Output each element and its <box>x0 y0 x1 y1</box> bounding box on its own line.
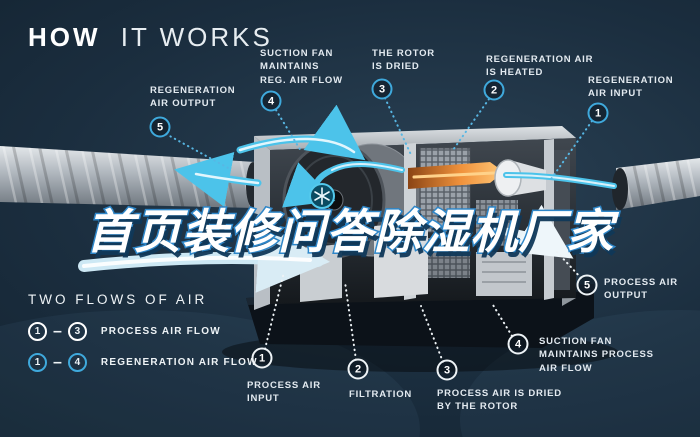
page-title-light: IT WORKS <box>120 22 273 52</box>
label-process-dried: PROCESS AIR IS DRIED BY THE ROTOR <box>437 388 562 413</box>
watermark-text: 首页装修问答除湿机厂家 <box>85 204 615 260</box>
legend-row-regeneration: 1 – 4 REGENERATION AIR FLOW <box>28 353 258 372</box>
honeycomb-grid-right <box>476 200 518 246</box>
label-regeneration-output: REGENERATION AIR OUTPUT <box>150 85 236 110</box>
legend-heading: TWO FLOWS OF AIR <box>28 292 208 307</box>
legend-label-regeneration: REGENERATION AIR FLOW <box>100 357 258 368</box>
label-regeneration-heated: REGENERATION AIR IS HEATED <box>486 54 594 79</box>
process-inlet-arrow-core <box>82 255 312 268</box>
page-title-bold: HOW <box>28 22 101 52</box>
process-outlet-arrow <box>492 204 574 259</box>
legend-circle-process-start: 1 <box>28 322 47 341</box>
badge-process-dried: 3 <box>436 359 458 381</box>
regeneration-inlet-arrow-core <box>505 174 615 187</box>
label-rotor-dried: THE ROTOR IS DRIED <box>372 48 435 73</box>
component-box-center <box>374 222 428 298</box>
badge-process-output: 5 <box>576 274 598 296</box>
label-suction-fan-reg: SUCTION FAN MAINTAINS REG. AIR FLOW <box>260 48 343 86</box>
badge-rotor-dried: 3 <box>371 78 393 100</box>
heater-glow-core <box>412 171 496 179</box>
regeneration-leaders <box>165 97 593 183</box>
regeneration-outlet-arrow-core <box>194 172 260 185</box>
legend-circle-process-end: 3 <box>67 322 87 341</box>
legend-circle-regeneration-end: 4 <box>67 353 87 372</box>
badge-suction-fan-process: 4 <box>507 333 529 355</box>
legend-dash: – <box>53 322 62 340</box>
legend-dash: – <box>53 353 62 371</box>
process-leaders <box>264 251 582 363</box>
top-curved-arrow-core <box>238 137 356 154</box>
honeycomb-grid-lower <box>420 238 470 278</box>
leader-lines <box>165 97 593 363</box>
component-grille <box>482 261 526 283</box>
label-suction-fan-process: SUCTION FAN MAINTAINS PROCESS AIR FLOW <box>539 336 654 374</box>
badge-process-input: 1 <box>251 347 273 369</box>
label-process-input: PROCESS AIR INPUT <box>247 380 321 405</box>
honeycomb-grid <box>419 147 471 233</box>
legend: TWO FLOWS OF AIR 1 – 3 PROCESS AIR FLOW … <box>28 292 258 372</box>
machine-body <box>222 126 618 372</box>
airflow-arrows <box>78 104 617 293</box>
badge-suction-fan-reg: 4 <box>260 90 282 112</box>
right-duct <box>612 158 700 210</box>
label-regeneration-input: REGENERATION AIR INPUT <box>588 75 674 100</box>
fan-swirl-spokes <box>314 187 330 205</box>
page-title: HOW IT WORKS <box>28 22 273 53</box>
badge-regeneration-output: 5 <box>149 116 171 138</box>
badge-regeneration-input: 1 <box>587 102 609 124</box>
label-process-output: PROCESS AIR OUTPUT <box>604 277 678 302</box>
legend-circle-regeneration-start: 1 <box>28 353 47 372</box>
component-box-right <box>476 252 532 296</box>
legend-row-process: 1 – 3 PROCESS AIR FLOW <box>28 322 258 341</box>
legend-label-process: PROCESS AIR FLOW <box>100 326 221 337</box>
rotor-through-arrow-core <box>331 163 403 171</box>
badge-filtration: 2 <box>347 358 369 380</box>
label-filtration: FILTRATION <box>349 389 413 400</box>
badge-regeneration-heated: 2 <box>483 79 505 101</box>
